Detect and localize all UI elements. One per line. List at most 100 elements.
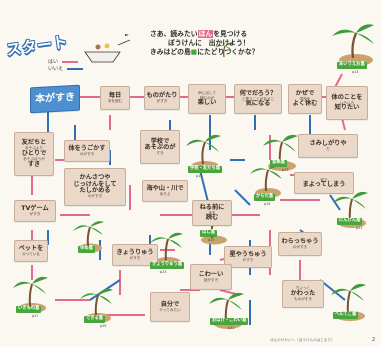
node-kawatta-main: かわった: [290, 289, 316, 297]
node-gakkou-main: 学校で: [150, 137, 170, 145]
page-ref-21: p21: [356, 226, 363, 230]
intro-line1b: を見つける: [213, 30, 248, 38]
node-kawatta-main2: ものがすき: [294, 297, 312, 302]
node-kowai-sub: 話がすき: [203, 277, 219, 282]
node-jibun[interactable]: 自分で やってみたい: [150, 292, 190, 322]
tree-icon-intro: [215, 42, 234, 58]
node-kawatta-sub: ちょっと: [295, 286, 311, 291]
island-aiueo-label[interactable]: あいうえお島: [337, 62, 367, 69]
node-monogatari-sub: がすき: [156, 98, 168, 103]
island-kyouryu-label[interactable]: きょうりゅう島: [150, 262, 185, 269]
node-hoshi[interactable]: 星やうちゅう がすき: [224, 246, 272, 268]
intro-line1: さあ、読みたい: [150, 30, 198, 38]
node-kyouryu[interactable]: きょうりゅう がすき: [112, 244, 158, 266]
page-ref-23: p23: [160, 270, 167, 274]
node-jibun-main2: やってみたい: [159, 307, 181, 312]
island-hoshi-label[interactable]: ほし島: [200, 230, 217, 237]
node-monogatari-main: ものがたり: [146, 91, 178, 99]
page-ref-15: p15: [196, 174, 203, 178]
island-gakkou-label[interactable]: 学校・友だち島: [188, 166, 223, 173]
node-tomodachi-main: 友だちと: [21, 139, 47, 147]
node-tomodachi-sub3: あそぶほうが: [23, 157, 45, 162]
node-kansatsu-main2: たしかめる: [79, 186, 111, 194]
node-mainichi-sub: 本を読む: [107, 98, 123, 103]
legend-no: いいえ: [48, 65, 83, 72]
legend-yes: はい: [48, 58, 78, 65]
node-umiyama[interactable]: 海や山・川で あそぶ: [142, 180, 188, 202]
node-gakkou-main2: すき: [156, 150, 164, 155]
node-koe-sub: 読むのが: [199, 95, 215, 100]
node-nan[interactable]: 何でだろう？ と思うことがあると 気になる: [234, 84, 282, 114]
node-kaze-sub: 学校を: [299, 96, 311, 101]
page-ref-31: p31: [228, 326, 235, 330]
node-ugokasu-sub: のがすき: [79, 151, 95, 156]
island-ikimono-label[interactable]: いきもの島: [16, 306, 42, 313]
node-warau[interactable]: わらっちゃう のがすき: [278, 232, 322, 256]
legend-yes-swatch: [61, 60, 78, 63]
node-kyouryu-sub: がすき: [129, 255, 141, 260]
page-ref-19: p19: [264, 202, 271, 206]
node-matsutake-sub: 家で: [320, 177, 328, 182]
node-karada-main2: 知りたい: [334, 104, 360, 112]
node-umiyama-sub: あそぶ: [159, 191, 171, 196]
legend-yes-label: はい: [48, 59, 59, 65]
node-kaze[interactable]: かぜで 学校を よく休む: [288, 84, 322, 114]
node-pet[interactable]: ペットを かっている: [14, 240, 48, 262]
island-ongaku-label[interactable]: 音楽島: [270, 160, 287, 167]
node-nan-main2: 気になる: [245, 100, 271, 108]
node-tv[interactable]: TVゲーム がすき: [14, 200, 56, 222]
start-book-box[interactable]: 本がすき: [30, 84, 80, 114]
node-koe[interactable]: 声に出して 読むのが 楽しい: [188, 84, 226, 114]
node-neru-sub: 本を: [208, 210, 216, 215]
node-tv-main: TVゲーム: [21, 204, 49, 212]
node-kyouryu-main: きょうりゅう: [116, 248, 154, 256]
node-kansatsu[interactable]: かんさつや じっけんをして たしかめる のがすき: [64, 168, 126, 206]
island-yume-label[interactable]: ゆめ島: [78, 246, 95, 253]
node-karada-main: 体のことを: [331, 93, 363, 101]
node-mainichi[interactable]: 毎日 本を読む: [100, 86, 130, 110]
node-nan-main: 何でだろう？: [239, 89, 277, 97]
page-ref-17: p17: [282, 168, 289, 172]
node-kansatsu-main: かんさつや: [79, 174, 111, 182]
node-tomodachi[interactable]: 友だちと あそぶより ひとりで あそぶほうが すき: [14, 132, 54, 176]
node-tomodachi-sub2: あそぶより: [25, 146, 43, 151]
node-nan-sub: と思うことがあると: [241, 96, 275, 101]
island-obake-label[interactable]: おばけ・こわい島: [210, 318, 249, 325]
island-kagaku-label[interactable]: からだ島: [254, 194, 276, 201]
node-warau-main: わらっちゃう: [281, 237, 319, 245]
node-matsutake[interactable]: 家で まよってしまう: [294, 172, 354, 194]
page-ref-13: p13: [352, 70, 359, 74]
node-kaze-main: かぜで: [295, 89, 315, 97]
node-sabishigari-main: さみしがりや: [309, 139, 347, 147]
island-ningen-label[interactable]: にんげん島: [337, 218, 363, 225]
legend-no-label: いいえ: [48, 66, 64, 72]
island-hengen-label[interactable]: へんてこ島: [333, 312, 359, 319]
node-neru[interactable]: ねる前に 本を 読む: [192, 200, 232, 226]
node-karada-sub: いろいろ: [339, 100, 355, 105]
boat-illustration: [84, 34, 131, 63]
node-kowai[interactable]: こわーい 話がすき: [190, 264, 232, 290]
node-ugokasu-main: 体をうごかす: [68, 144, 106, 152]
island-dekiru-label[interactable]: できる島: [84, 316, 106, 323]
node-pet-sub: かっている: [22, 251, 40, 256]
node-tv-sub: がすき: [29, 211, 41, 216]
intro-line2: ぼうけんに: [168, 39, 202, 48]
node-tomodachi-main3: すき: [27, 160, 41, 168]
node-pet-main: ペットを: [18, 244, 44, 252]
node-hoshi-sub: がすき: [242, 257, 254, 262]
page-ref-27: p27: [32, 314, 39, 318]
intro-line3b: にたどりつくかな？: [197, 48, 259, 57]
node-karada[interactable]: 体のことを いろいろ 知りたい: [326, 86, 368, 120]
node-sabishigari[interactable]: さみしがりや だ: [298, 134, 358, 158]
node-mainichi-main: 毎日: [108, 91, 122, 99]
node-sabishigari-sub: だ: [326, 146, 330, 151]
node-monogatari[interactable]: ものがたり がすき: [144, 86, 180, 110]
node-kowai-main: こわーい: [198, 270, 224, 278]
node-ugokasu[interactable]: 体をうごかす のがすき: [64, 140, 110, 162]
node-kawatta[interactable]: ちょっと かわった ものがすき: [282, 280, 324, 308]
node-gakkou[interactable]: 学校で あそぶのが すき: [140, 130, 180, 164]
node-neru-main: ねる前に: [199, 203, 225, 211]
node-tomodachi-main2: ひとりで: [21, 149, 47, 157]
node-koe-main2: 楽しい: [197, 99, 217, 107]
